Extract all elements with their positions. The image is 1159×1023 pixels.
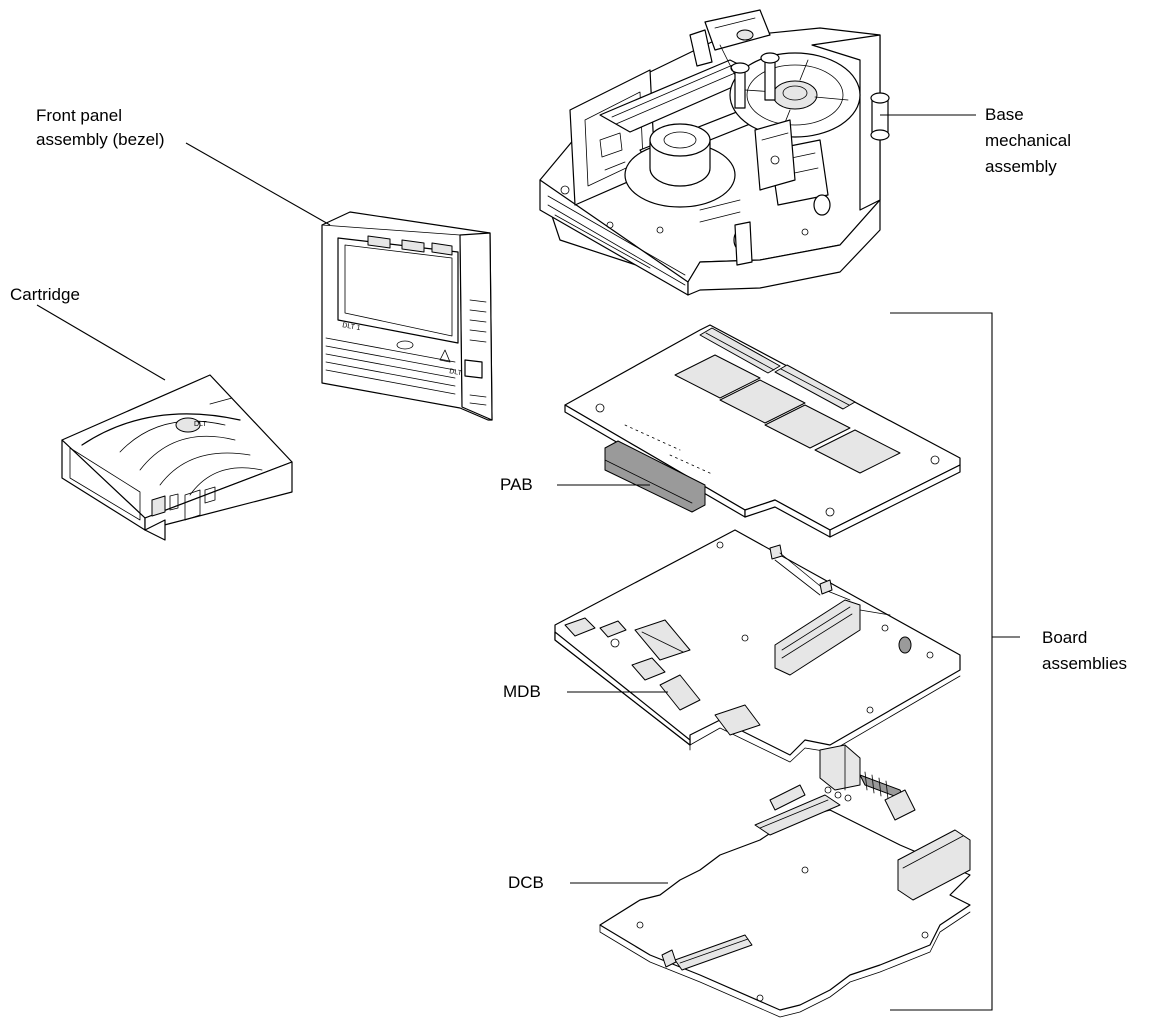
board-assemblies-label-line2: assemblies [1042, 654, 1127, 673]
front-panel-leader [185, 142, 331, 226]
base-mechanical-assembly-drawing [539, 9, 890, 296]
dcb-board-drawing [599, 744, 971, 1018]
base-mechanical-label-line1: Base [985, 105, 1024, 124]
bezel-badge-text: DLT [449, 368, 463, 377]
board-assemblies-label-line1: Board [1042, 628, 1087, 647]
front-panel-label-line2: assembly (bezel) [36, 130, 165, 149]
leader-lines [36, 114, 1020, 1011]
front-panel-bezel-drawing: DLT 1 DLT [321, 211, 493, 421]
cartridge-leader [36, 304, 166, 381]
cartridge-label: Cartridge [10, 285, 80, 304]
base-mechanical-label-line3: assembly [985, 157, 1057, 176]
bezel-model-text: DLT 1 [342, 322, 361, 332]
cartridge-logo-text: DLT [194, 421, 207, 428]
callout-labels: Front panel assembly (bezel) Cartridge B… [10, 105, 1127, 892]
mdb-label: MDB [503, 682, 541, 701]
cartridge-drawing: DLT [61, 374, 293, 541]
board-assemblies-bracket [890, 312, 993, 1011]
pab-label: PAB [500, 475, 533, 494]
front-panel-label-line1: Front panel [36, 106, 122, 125]
mdb-board-drawing [554, 529, 961, 811]
pab-board-drawing [564, 324, 961, 538]
base-mechanical-label-line2: mechanical [985, 131, 1071, 150]
dcb-label: DCB [508, 873, 544, 892]
